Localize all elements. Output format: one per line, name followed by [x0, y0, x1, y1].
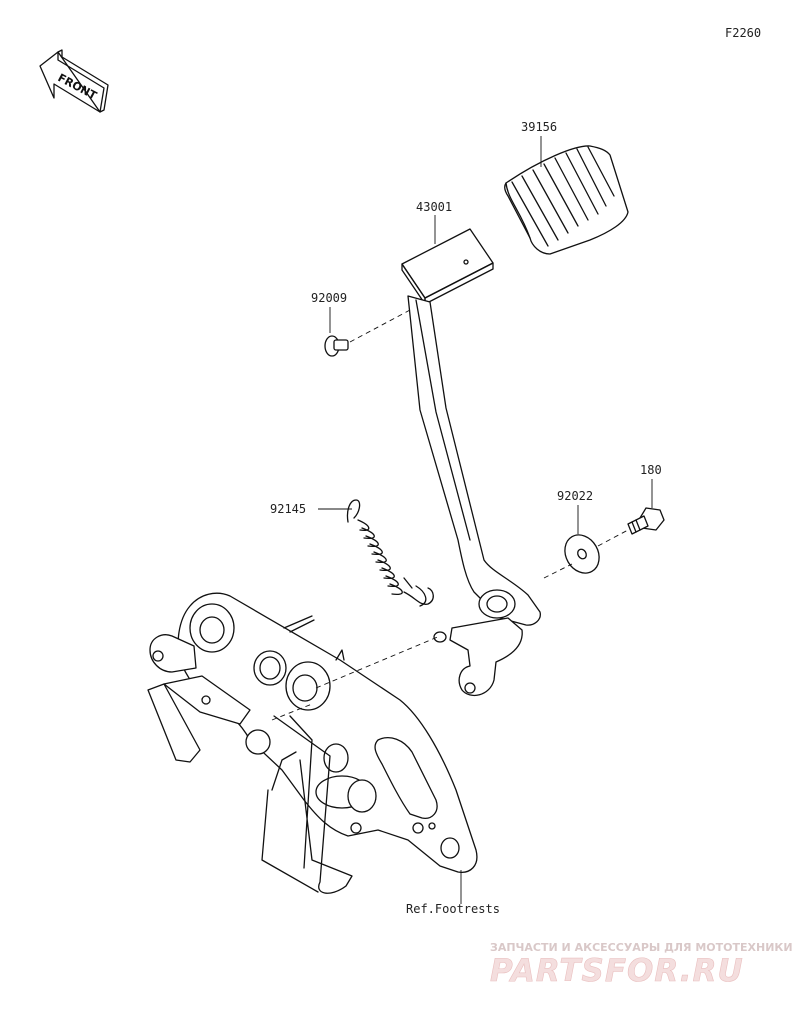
- part-label-39156: 39156: [521, 120, 557, 134]
- reference-label: Ref.Footrests: [406, 902, 500, 916]
- part-label-92022: 92022: [557, 489, 593, 503]
- return-spring: [346, 499, 434, 607]
- brake-pedal: [401, 228, 541, 697]
- footrest-bracket: [147, 592, 478, 894]
- front-arrow-icon: FRONT: [39, 49, 109, 113]
- part-label-180: 180: [640, 463, 662, 477]
- part-label-43001: 43001: [416, 200, 452, 214]
- bolt: [627, 507, 665, 535]
- diagram-code: F2260: [725, 26, 761, 40]
- part-label-92145: 92145: [270, 502, 306, 516]
- watermark-tagline: ЗАПЧАСТИ И АКСЕССУАРЫ ДЛЯ МОТОТЕХНИКИ: [490, 941, 793, 954]
- watermark-brand: PARTSFOR.RU: [490, 953, 744, 989]
- screw: [324, 335, 349, 357]
- brake-pedal-pad: [504, 145, 629, 255]
- washer: [564, 534, 600, 574]
- part-label-92009: 92009: [311, 291, 347, 305]
